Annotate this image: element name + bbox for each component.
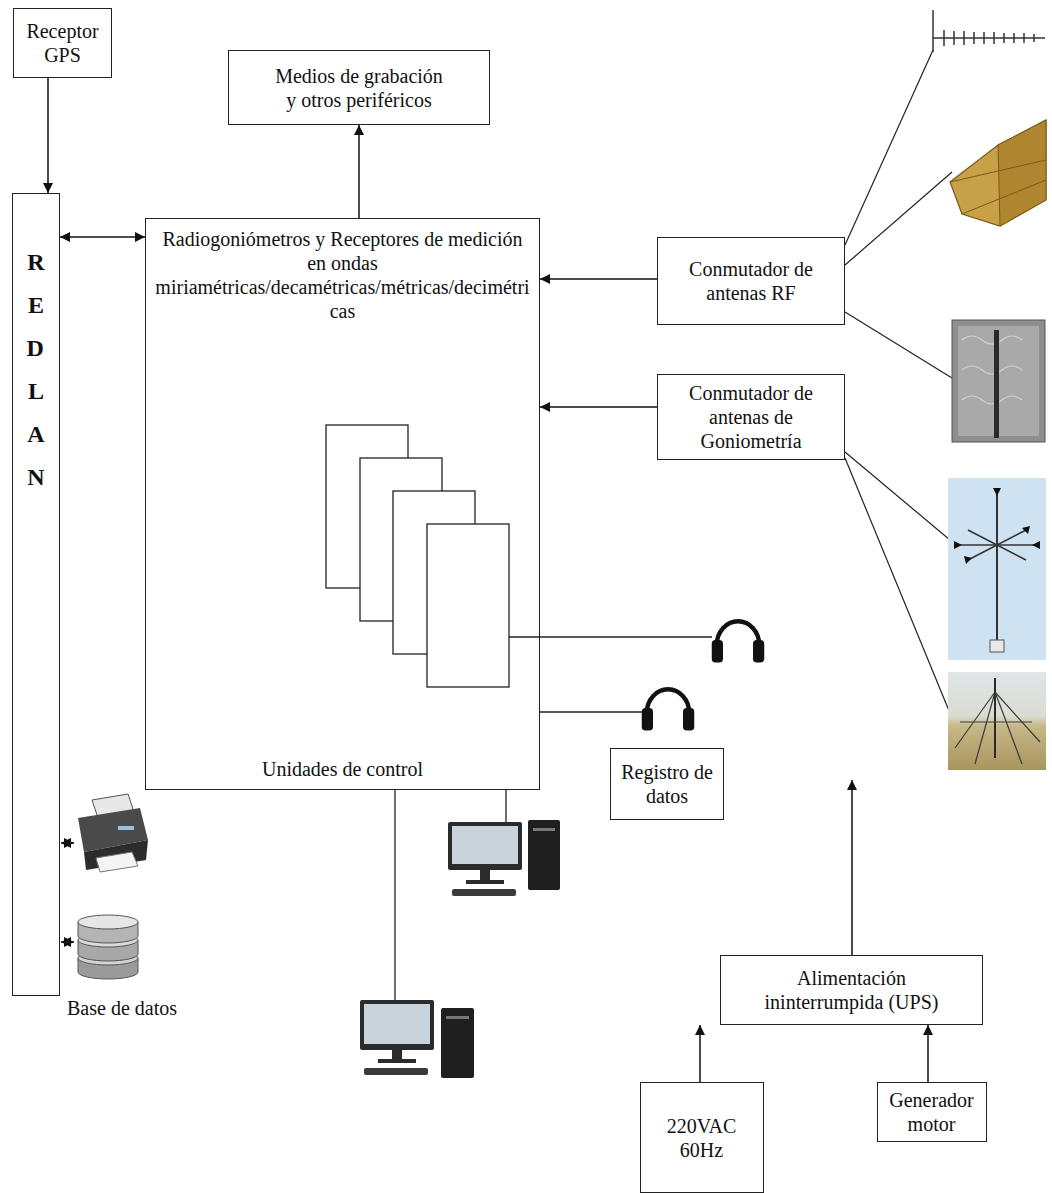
lan-bus: RED LAN [12, 193, 60, 996]
gps-box: Receptor GPS [13, 8, 112, 78]
computer-icon [360, 1000, 474, 1078]
panel-antenna [952, 320, 1045, 442]
figure-label: Base de datos [52, 996, 192, 1020]
node-subtext: Unidades de control [146, 757, 539, 781]
node-text: Conmutador de antenas RF [681, 257, 821, 305]
node-text: Radiogoniómetros y Receptores de medició… [155, 227, 530, 323]
node-text: Registro de datos [617, 760, 717, 808]
data-log-box: Registro de datos [610, 748, 724, 820]
connector-arrow [540, 406, 657, 408]
database-icon [78, 915, 138, 979]
headphones [712, 621, 765, 662]
connector-arrow [47, 78, 49, 193]
headphones [642, 689, 695, 730]
rf-switch-box: Conmutador de antenas RF [657, 237, 845, 325]
node-text: Generador motor [884, 1088, 980, 1136]
connector-arrow [60, 236, 145, 238]
generator-box: Generador motor [877, 1082, 987, 1142]
connector-arrow [540, 278, 657, 280]
receiver-unit: Radiogoniómetros y Receptores de medició… [145, 218, 540, 790]
node-text: Medios de grabación y otros periféricos [269, 64, 449, 112]
recording-box: Medios de grabación y otros periféricos [228, 50, 490, 125]
horn-antenna [950, 120, 1046, 226]
power-arrow [851, 780, 853, 955]
node-text: Conmutador de antenas de Goniometría [666, 381, 836, 453]
df-antenna [948, 672, 1046, 770]
node-text: RED LAN [27, 241, 46, 499]
connector-arrow [699, 1025, 701, 1082]
node-text: 220VAC 60Hz [647, 1114, 757, 1162]
df-switch-box: Conmutador de antenas de Goniometría [657, 374, 845, 460]
antenna-feeds [845, 50, 952, 718]
node-text: Alimentación ininterrumpida (UPS) [752, 966, 952, 1014]
node-text: Receptor GPS [20, 19, 105, 67]
yagi-antenna [933, 10, 1045, 52]
connector-arrow [358, 125, 360, 218]
df-antenna [948, 478, 1046, 660]
lan-links [61, 843, 74, 942]
connector-arrow [927, 1025, 929, 1082]
ups-box: Alimentación ininterrumpida (UPS) [720, 955, 983, 1025]
mains-box: 220VAC 60Hz [640, 1082, 764, 1193]
computer-icon [448, 820, 560, 896]
receiver-cards [326, 425, 509, 687]
printer-icon [78, 794, 148, 872]
